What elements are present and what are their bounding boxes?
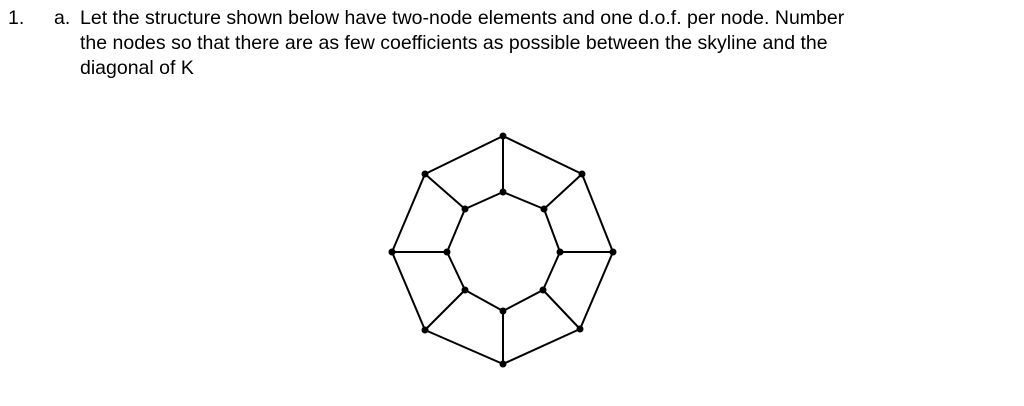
question-part-label: a.	[54, 7, 71, 29]
outer-edge	[502, 328, 581, 365]
spoke-edge	[543, 173, 583, 210]
inner-node	[461, 286, 469, 294]
spoke-edge	[424, 289, 466, 331]
inner-node	[540, 205, 548, 213]
spoke-edge	[542, 289, 581, 330]
question-text: Let the structure shown below have two-n…	[80, 7, 845, 79]
outer-node	[499, 360, 507, 368]
inner-node	[556, 248, 564, 256]
inner-edge	[464, 289, 504, 312]
outer-node	[576, 325, 584, 333]
inner-edge	[542, 251, 561, 291]
outer-node	[421, 170, 429, 178]
inner-node	[499, 307, 507, 315]
inner-node	[539, 286, 547, 294]
question-number: 1.	[8, 7, 25, 29]
inner-node	[443, 248, 451, 256]
outer-edge	[424, 135, 504, 175]
structure-nodes	[388, 132, 617, 368]
structure-edges	[391, 135, 614, 365]
inner-edge	[543, 208, 561, 253]
outer-node	[499, 132, 507, 140]
outer-node	[388, 248, 396, 256]
inner-edge	[446, 251, 466, 291]
spoke-edge	[424, 173, 466, 210]
inner-edge	[502, 289, 544, 312]
outer-edge	[502, 135, 583, 175]
outer-edge	[391, 251, 426, 331]
inner-edge	[464, 191, 504, 210]
outer-node	[609, 248, 617, 256]
outer-edge	[581, 173, 614, 253]
inner-edge	[446, 208, 466, 253]
inner-node	[461, 205, 469, 213]
outer-edge	[579, 251, 614, 330]
inner-node	[499, 188, 507, 196]
outer-edge	[391, 173, 426, 253]
outer-node	[578, 170, 586, 178]
outer-edge	[424, 329, 504, 365]
inner-edge	[502, 191, 545, 210]
outer-node	[421, 326, 429, 334]
